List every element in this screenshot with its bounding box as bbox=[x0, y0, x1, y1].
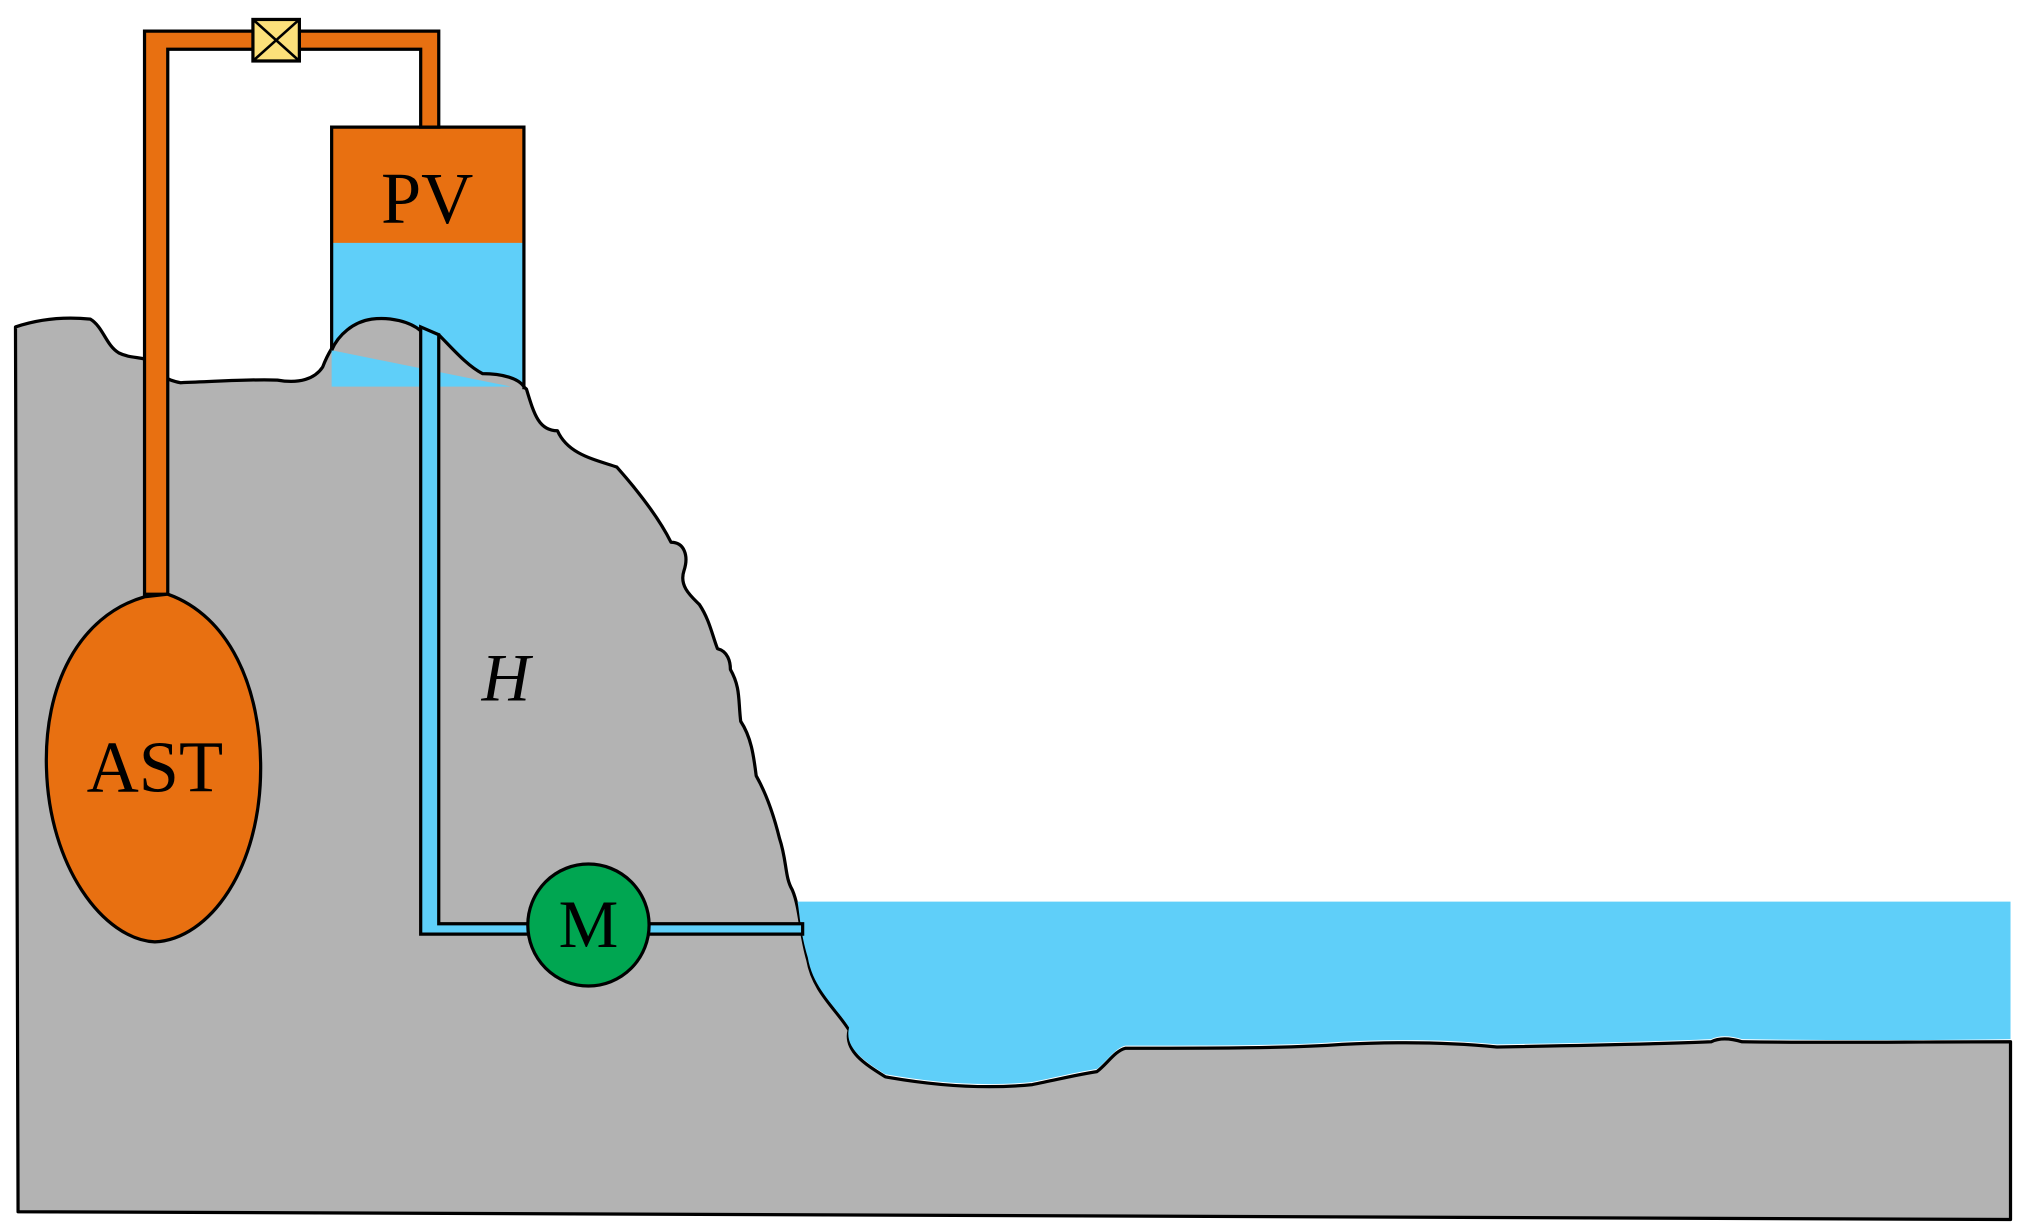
air-pipe bbox=[142, 29, 441, 596]
head-label: H bbox=[481, 640, 534, 715]
air-storage-tank-label: AST bbox=[87, 726, 223, 807]
air-storage-tank bbox=[44, 592, 263, 944]
pressure-vessel-air bbox=[331, 127, 524, 244]
pressure-vessel-label: PV bbox=[381, 158, 473, 239]
machine-icon bbox=[526, 862, 651, 988]
rock-ground bbox=[13, 316, 2013, 1222]
lower-reservoir-water bbox=[797, 901, 2011, 1085]
penstock-pipe bbox=[419, 324, 805, 936]
machine-label: M bbox=[559, 887, 619, 962]
valve-icon bbox=[251, 17, 301, 63]
